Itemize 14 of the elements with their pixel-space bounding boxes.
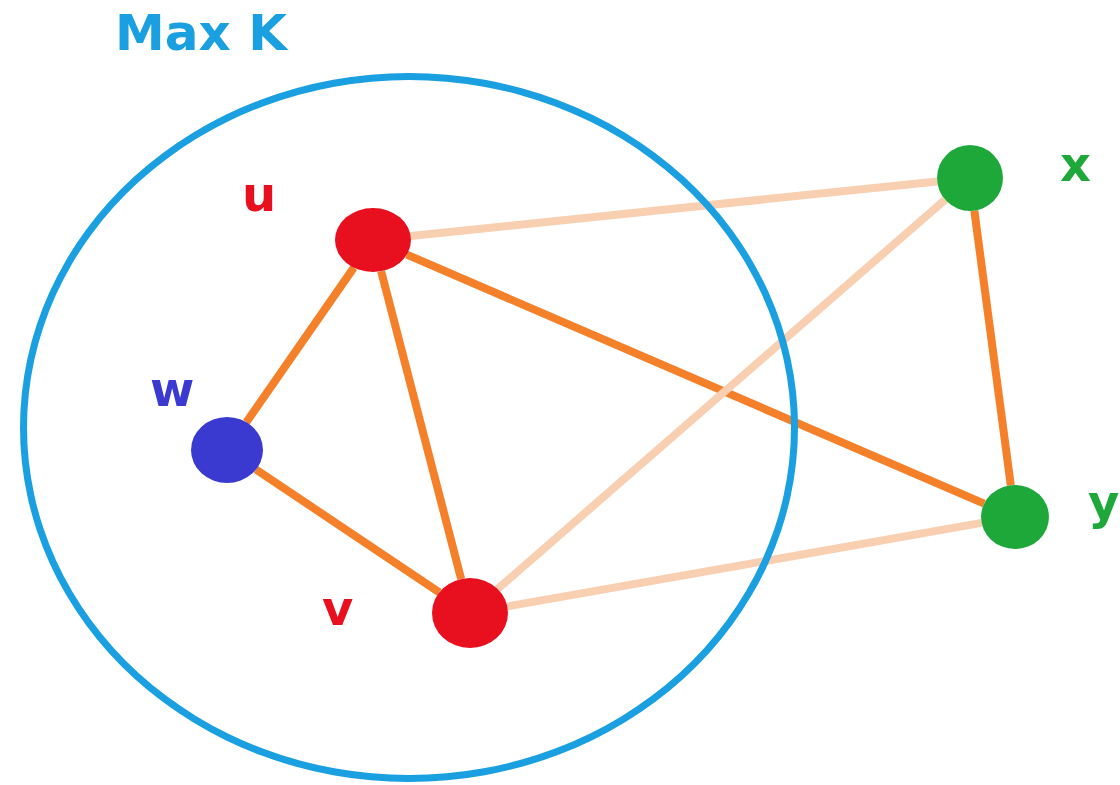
graph-edge bbox=[410, 177, 938, 241]
vertex-label: x bbox=[1060, 140, 1091, 188]
vertex-label: w bbox=[150, 365, 195, 413]
graph-edge bbox=[405, 250, 986, 508]
set-title: Max K bbox=[115, 8, 287, 58]
graph-edge bbox=[243, 265, 358, 425]
graph-edge bbox=[495, 196, 948, 592]
vertex-label: v bbox=[322, 584, 354, 632]
graph-edge bbox=[506, 518, 983, 611]
vertex-label: u bbox=[242, 170, 277, 218]
graph-edge bbox=[253, 466, 442, 596]
graph-edge bbox=[377, 270, 466, 580]
vertex-dot bbox=[432, 578, 508, 648]
graph-edge bbox=[970, 210, 1015, 486]
